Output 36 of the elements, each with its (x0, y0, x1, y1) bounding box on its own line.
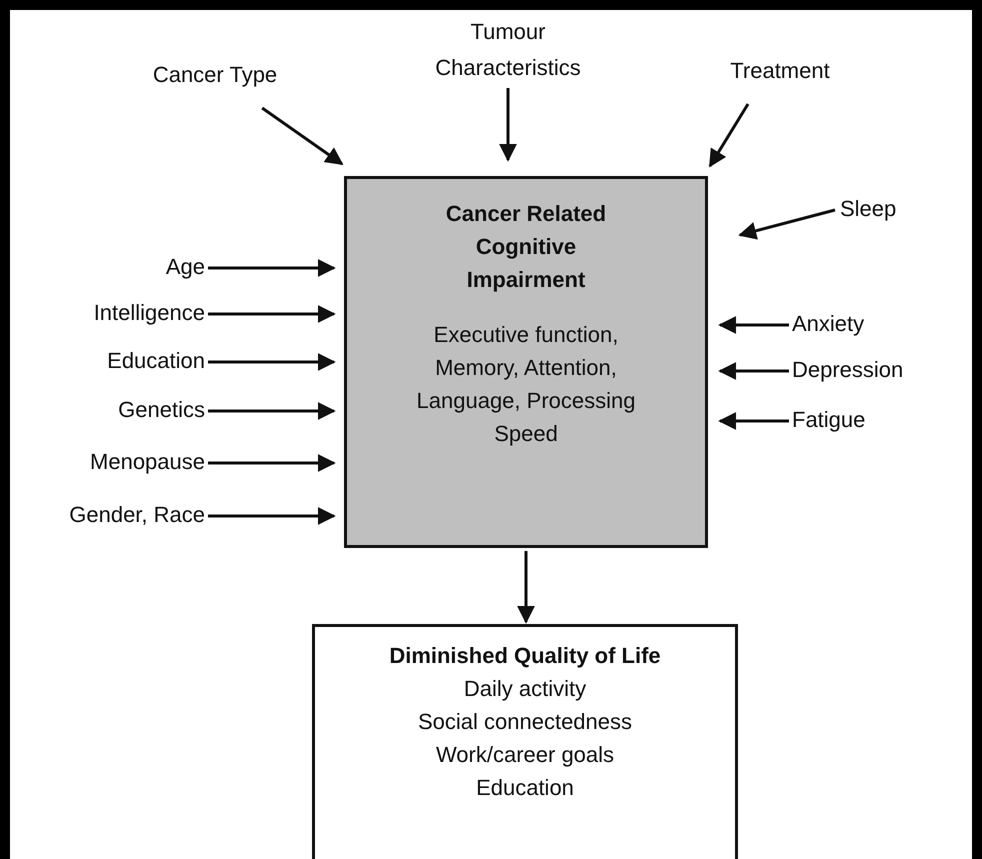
factor-label: Education (107, 348, 205, 374)
box-body-text: Executive function, Memory, Attention, Language, Processing Speed (416, 321, 636, 448)
arrow (708, 103, 750, 168)
arrow (208, 507, 336, 525)
factor-label: Depression (792, 357, 904, 383)
arrow (208, 353, 336, 371)
factor-label: Tumour Characteristics (398, 14, 618, 86)
box-heading: Cancer Related Cognitive Impairment (444, 200, 608, 294)
arrow (718, 362, 789, 380)
outcome-box (312, 624, 738, 859)
arrow (208, 454, 336, 472)
factor-label: Gender, Race (69, 502, 205, 528)
arrow (208, 305, 336, 323)
concept-box (344, 176, 708, 548)
arrow (517, 551, 535, 624)
list-item: Education (475, 774, 575, 802)
factor-label: Age (166, 254, 205, 280)
factor-label: Cancer Type (152, 62, 278, 88)
factor-label: Fatigue (792, 407, 866, 433)
arrow (261, 106, 344, 166)
arrow (718, 316, 789, 334)
list-item: Daily activity (462, 675, 588, 703)
arrow (208, 259, 336, 277)
arrow (208, 402, 336, 420)
factor-label: Treatment (730, 58, 830, 84)
factor-label: Intelligence (94, 300, 205, 326)
box-heading: Diminished Quality of Life (388, 642, 662, 670)
list-item: Social connectedness (416, 708, 634, 736)
factor-label: Anxiety (792, 311, 864, 337)
arrow (738, 208, 836, 240)
factor-label: Sleep (840, 196, 896, 222)
factor-label: Genetics (118, 397, 205, 423)
factor-label: Menopause (90, 449, 205, 475)
list-item: Work/career goals (434, 741, 616, 769)
arrow (499, 88, 517, 162)
arrow (718, 412, 789, 430)
